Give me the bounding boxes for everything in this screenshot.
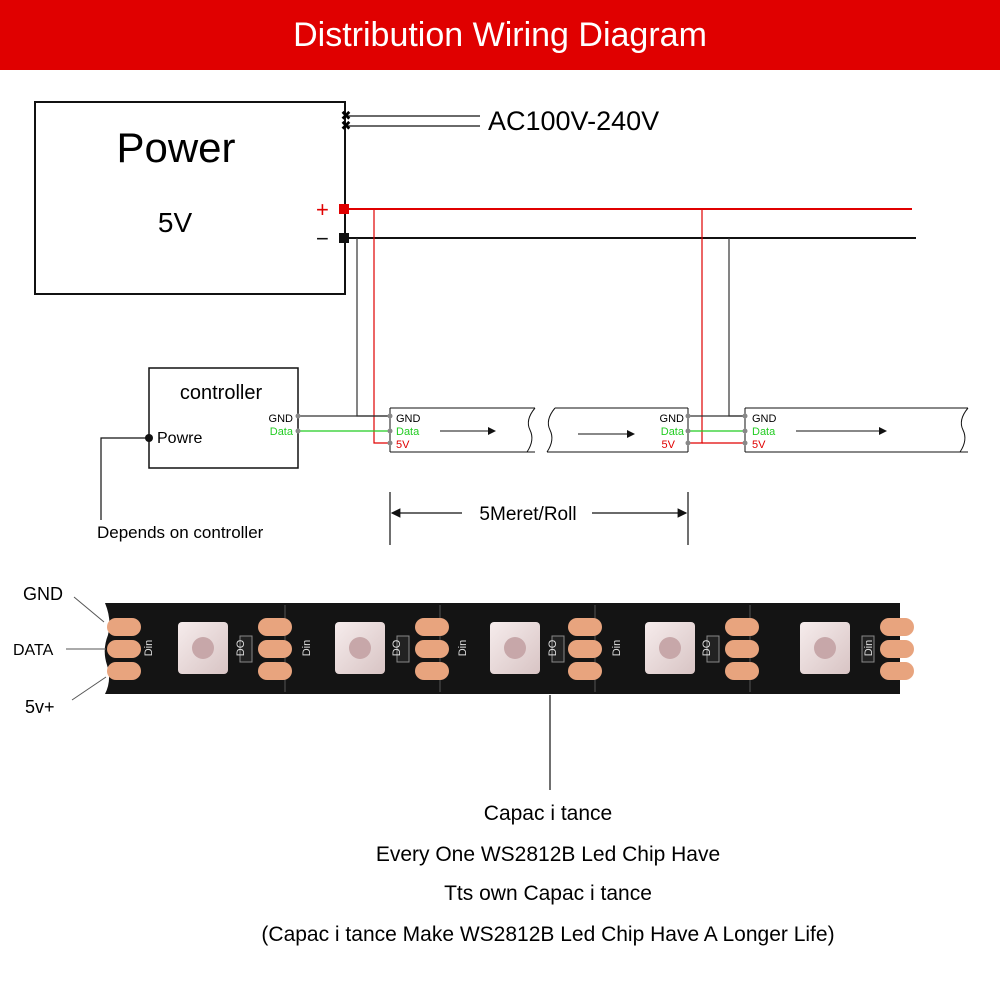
pcb-silk-din: Din: [301, 640, 313, 657]
controller-power-label: Powre: [157, 430, 202, 447]
copper-pad: [725, 662, 759, 680]
pcb-silk-do: DO: [391, 639, 403, 656]
controller-title: controller: [180, 382, 263, 404]
led-chips: [178, 622, 875, 674]
controller: controller GND Data Powre: [145, 367, 299, 469]
pcb-5v-label: 5v+: [25, 697, 55, 717]
copper-pad: [258, 662, 292, 680]
led-lens: [192, 637, 214, 659]
strip1-data: Data: [396, 426, 420, 438]
strip3-gnd: GND: [752, 413, 777, 425]
led-lens: [504, 637, 526, 659]
red-drop-wires: [373, 209, 745, 444]
power-voltage: 5V: [158, 207, 193, 238]
capacitor: [239, 635, 253, 663]
capacitor: [551, 635, 565, 663]
copper-pad: [880, 618, 914, 636]
copper-pad: [258, 618, 292, 636]
pcb-silk-din: Din: [457, 640, 469, 657]
capacitance-line2: Every One WS2812B Led Chip Have: [376, 843, 720, 866]
controller-power-note: Depends on controller: [97, 523, 264, 542]
copper-pad: [107, 662, 141, 680]
copper-pad: [880, 662, 914, 680]
positive-terminal: [339, 204, 349, 214]
strip2-gnd: GND: [660, 413, 685, 425]
copper-pad: [568, 640, 602, 658]
pcb-silk-din: Din: [863, 640, 875, 657]
pcb-gnd-label: GND: [23, 584, 63, 604]
copper-pad: [107, 640, 141, 658]
pcb-silk-din: Din: [611, 640, 623, 657]
pcb-silk-do: DO: [547, 639, 559, 656]
capacitor: [396, 635, 410, 663]
copper-pad: [107, 618, 141, 636]
copper-pad: [415, 640, 449, 658]
pcb-silk-din: Din: [143, 640, 155, 657]
strip3-data: Data: [752, 426, 776, 438]
pcb-data-label: DATA: [13, 642, 54, 659]
power-supply: Power 5V: [34, 101, 346, 295]
strip-segment-3: [744, 407, 969, 453]
led-strip-pcb: Din DO Din DO Din DO Din DO Din: [104, 603, 914, 694]
svg-text:✖: ✖: [341, 108, 352, 123]
strip2-data: Data: [661, 426, 685, 438]
pcb-silk-do: DO: [235, 639, 247, 656]
plus-symbol: +: [316, 197, 329, 222]
header-banner: Distribution Wiring Diagram: [0, 0, 1000, 70]
copper-pad: [725, 640, 759, 658]
led-lens: [659, 637, 681, 659]
capacitor: [861, 635, 875, 663]
copper-pad: [568, 618, 602, 636]
ac-input-label: AC100V-240V: [488, 106, 659, 136]
led-lens: [349, 637, 371, 659]
controller-gnd-label: GND: [269, 413, 294, 425]
strip2-5v: 5V: [662, 439, 676, 451]
copper-pad: [880, 640, 914, 658]
copper-pad: [258, 640, 292, 658]
roll-length-dimension: [389, 492, 689, 545]
capacitor: [706, 635, 720, 663]
power-title: Power: [116, 124, 235, 171]
page-title: Distribution Wiring Diagram: [293, 15, 707, 54]
strip3-5v: 5V: [752, 439, 766, 451]
capacitance-line3: Tts own Capac i tance: [444, 882, 652, 905]
copper-pad: [415, 618, 449, 636]
copper-pad: [568, 662, 602, 680]
led-lens: [814, 637, 836, 659]
strip1-gnd: GND: [396, 413, 421, 425]
pcb-silk-do: DO: [701, 639, 713, 656]
copper-pads: [107, 618, 914, 680]
negative-terminal: [339, 233, 349, 243]
copper-pad: [415, 662, 449, 680]
controller-data-label: Data: [270, 426, 294, 438]
capacitance-line1: Capac i tance: [484, 802, 612, 825]
ac-input: ✖ ✖ AC100V-240V: [341, 106, 660, 136]
minus-symbol: −: [316, 226, 329, 251]
capacitance-line4: (Capac i tance Make WS2812B Led Chip Hav…: [261, 923, 834, 946]
svg-text:✖: ✖: [341, 118, 352, 133]
black-drop-wires: [356, 238, 745, 417]
roll-length-label: 5Meret/Roll: [479, 504, 576, 525]
pcb-silkscreen: Din DO Din DO Din DO Din DO Din: [143, 639, 875, 656]
strip1-5v: 5V: [396, 439, 410, 451]
copper-pad: [725, 618, 759, 636]
